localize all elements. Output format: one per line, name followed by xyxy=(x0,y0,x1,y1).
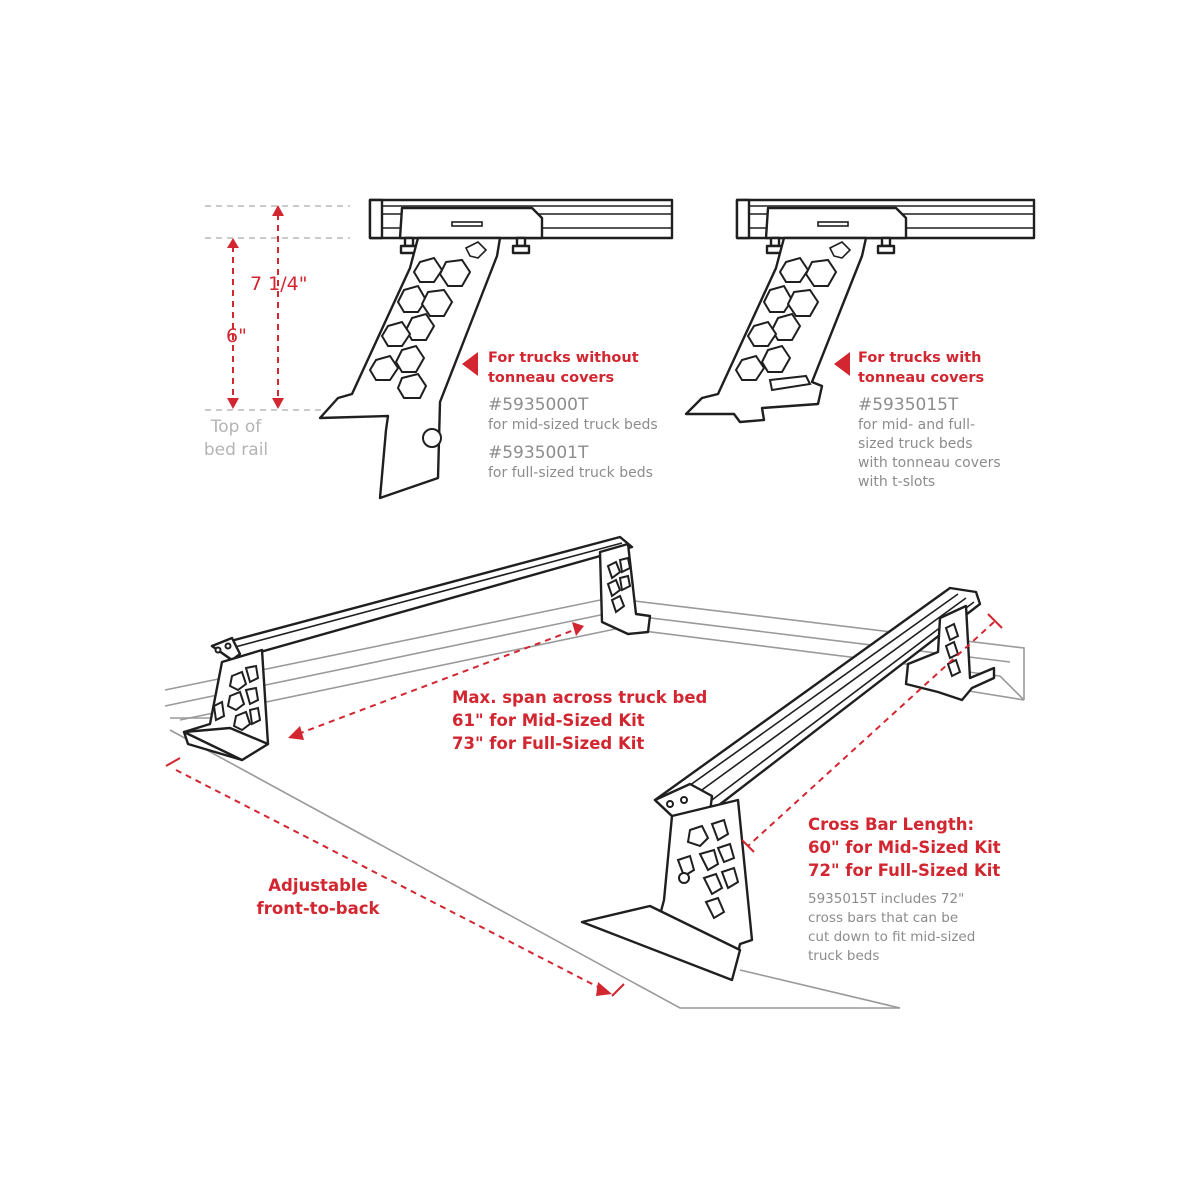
adjustable-line1: Adjustable xyxy=(268,876,367,895)
arrowhead xyxy=(227,398,239,409)
hex-cutouts xyxy=(734,256,838,392)
adjustable-line2: front-to-back xyxy=(257,899,381,918)
part-number-5935001T: #5935001T xyxy=(488,443,589,463)
crossbar-end-cap xyxy=(210,636,242,662)
with-desc-line4: with t-slots xyxy=(858,474,935,490)
short-height-label: 6" xyxy=(226,325,247,347)
tower-foot xyxy=(182,726,270,762)
left-crossbar xyxy=(210,535,634,662)
mount-hole xyxy=(422,428,442,448)
arrowhead xyxy=(272,398,284,409)
crossbar-line3: 72" for Full-Sized Kit xyxy=(808,861,1000,880)
bed-rail-label-line1: Top of xyxy=(210,417,262,437)
left-rack-assembly xyxy=(182,535,652,762)
arrowhead xyxy=(227,238,239,248)
span-line1: Max. span across truck bed xyxy=(452,688,707,707)
clamp-block xyxy=(764,206,908,240)
span-callout: Max. span across truck bed 61" for Mid-S… xyxy=(452,688,707,753)
arrowhead xyxy=(272,205,284,216)
logo-mark xyxy=(464,241,488,259)
crossbar-note3: cut down to fit mid-sized xyxy=(808,929,975,945)
bed-rail-label-line2: bed rail xyxy=(204,440,268,460)
crossbar-callout: Cross Bar Length: 60" for Mid-Sized Kit … xyxy=(808,815,1001,964)
without-heading-line1: For trucks without xyxy=(488,350,639,366)
span-line3: 73" for Full-Sized Kit xyxy=(452,734,644,753)
bolt-icon xyxy=(765,236,785,255)
part2-description: for full-sized truck beds xyxy=(488,465,653,481)
clamp-block xyxy=(398,206,544,240)
right-rack-assembly xyxy=(580,586,996,982)
tower-with-tonneau xyxy=(684,198,1036,424)
arrowhead xyxy=(572,622,584,636)
bolt-icon xyxy=(876,236,896,255)
without-tonneau-info: For trucks without tonneau covers #59350… xyxy=(462,350,658,481)
tower-foot xyxy=(580,904,742,982)
adjustable-callout: Adjustable front-to-back xyxy=(257,876,381,918)
part1-description: for mid-sized truck beds xyxy=(488,417,658,433)
without-heading-line2: tonneau covers xyxy=(488,370,614,386)
hex-cutouts xyxy=(606,556,632,614)
with-heading-line2: tonneau covers xyxy=(858,370,984,386)
with-desc-line1: for mid- and full- xyxy=(858,417,975,433)
height-dimensions: 7 1/4" 6" Top of bed rail xyxy=(204,205,350,460)
with-heading-line1: For trucks with xyxy=(858,350,981,366)
crossbar-note4: truck beds xyxy=(808,948,879,964)
bolt-icon xyxy=(511,236,531,255)
hex-cutouts xyxy=(212,664,262,732)
hex-cutouts xyxy=(368,256,472,399)
arrowhead xyxy=(596,982,612,996)
span-line2: 61" for Mid-Sized Kit xyxy=(452,711,645,730)
with-desc-line3: with tonneau covers xyxy=(858,455,1001,471)
tall-height-label: 7 1/4" xyxy=(250,273,307,295)
span-arrow xyxy=(288,622,584,740)
with-desc-line2: sized truck beds xyxy=(858,436,973,452)
tower-without-tonneau xyxy=(318,198,674,500)
mount-hole xyxy=(678,872,690,884)
logo-mark xyxy=(828,241,852,259)
adjustable-arrow xyxy=(165,757,625,997)
crossbar-note2: cross bars that can be xyxy=(808,910,958,926)
part-number-5935015T: #5935015T xyxy=(858,395,959,415)
hex-cutouts xyxy=(676,818,740,920)
crossbar-length-arrow xyxy=(741,613,1003,853)
with-tonneau-info: For trucks with tonneau covers #5935015T… xyxy=(834,350,1001,490)
crossbar-note1: 5935015T includes 72" xyxy=(808,891,964,907)
crossbar-line1: Cross Bar Length: xyxy=(808,815,974,834)
pointer-arrow-icon xyxy=(462,352,478,376)
arrowhead xyxy=(288,726,304,740)
pointer-arrow-icon xyxy=(834,352,850,376)
part-number-5935000T: #5935000T xyxy=(488,395,589,415)
crossbar-line2: 60" for Mid-Sized Kit xyxy=(808,838,1001,857)
